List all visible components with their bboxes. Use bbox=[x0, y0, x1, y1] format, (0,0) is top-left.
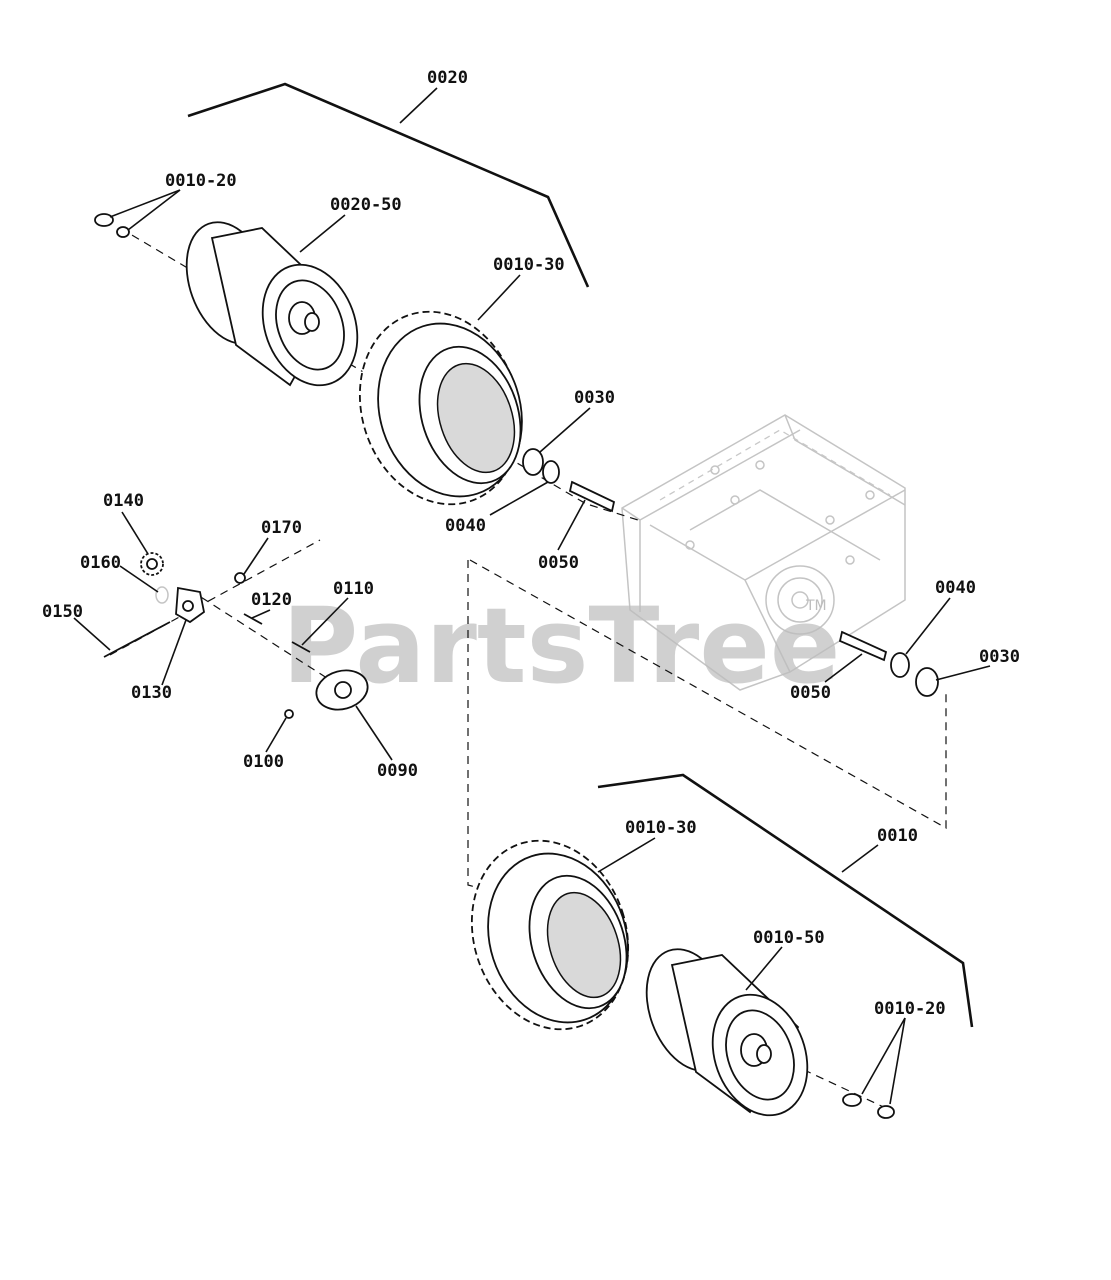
label-bottom-rim: 0010-50 bbox=[753, 928, 825, 948]
knob-part bbox=[140, 552, 164, 576]
chassis-frame-ghost bbox=[621, 414, 906, 691]
label-plate: 0090 bbox=[377, 761, 418, 781]
small-washer-part bbox=[155, 586, 169, 604]
label-pin: 0120 bbox=[251, 590, 292, 610]
bottom-rim bbox=[645, 948, 809, 1117]
ball-part bbox=[284, 709, 294, 719]
label-bracket: 0130 bbox=[131, 683, 172, 703]
bottom-cap-pin bbox=[842, 1093, 862, 1107]
label-bolt: 0150 bbox=[42, 602, 83, 622]
bottom-cap bbox=[877, 1105, 895, 1119]
label-bottom-tire: 0010-30 bbox=[625, 818, 697, 838]
label-top-assembly: 0020 bbox=[427, 68, 468, 88]
watermark-trademark: TM bbox=[805, 598, 827, 614]
label-top-rim: 0020-50 bbox=[330, 195, 402, 215]
label-right-washer: 0040 bbox=[935, 578, 976, 598]
top-cap bbox=[94, 213, 114, 227]
right-washer bbox=[890, 652, 910, 678]
label-long-pin: 0110 bbox=[333, 579, 374, 599]
label-bottom-cap: 0010-20 bbox=[874, 999, 946, 1019]
leader-lines bbox=[73, 87, 991, 1105]
label-knob: 0140 bbox=[103, 491, 144, 511]
label-screw: 0170 bbox=[261, 518, 302, 538]
top-assembly-bracket bbox=[187, 82, 590, 288]
label-top-tire: 0010-30 bbox=[493, 255, 565, 275]
top-washer bbox=[542, 460, 560, 484]
label-top-axle: 0050 bbox=[538, 553, 579, 573]
label-ball: 0100 bbox=[243, 752, 284, 772]
bracket-part bbox=[175, 586, 205, 624]
label-right-axle: 0050 bbox=[790, 683, 831, 703]
top-ring bbox=[522, 448, 544, 476]
top-tire bbox=[358, 310, 523, 506]
top-axle bbox=[568, 480, 616, 513]
top-cap-pin bbox=[116, 226, 130, 238]
label-right-ring: 0030 bbox=[979, 647, 1020, 667]
label-small-washer: 0160 bbox=[80, 553, 121, 573]
label-top-cap: 0010-20 bbox=[165, 171, 237, 191]
long-pin-part bbox=[291, 641, 311, 653]
top-rim bbox=[185, 221, 359, 387]
right-ring bbox=[915, 667, 939, 697]
bottom-assembly-bracket bbox=[597, 773, 974, 1028]
bolt-part bbox=[103, 621, 171, 658]
bottom-tire bbox=[470, 839, 630, 1031]
label-bottom-assembly: 0010 bbox=[877, 826, 918, 846]
screw-part bbox=[234, 572, 246, 584]
pin-part bbox=[243, 613, 263, 625]
plate-part bbox=[315, 669, 369, 711]
label-top-ring: 0030 bbox=[574, 388, 615, 408]
label-top-washer: 0040 bbox=[445, 516, 486, 536]
right-axle bbox=[838, 630, 888, 662]
watermark: PartsTree bbox=[282, 585, 840, 707]
